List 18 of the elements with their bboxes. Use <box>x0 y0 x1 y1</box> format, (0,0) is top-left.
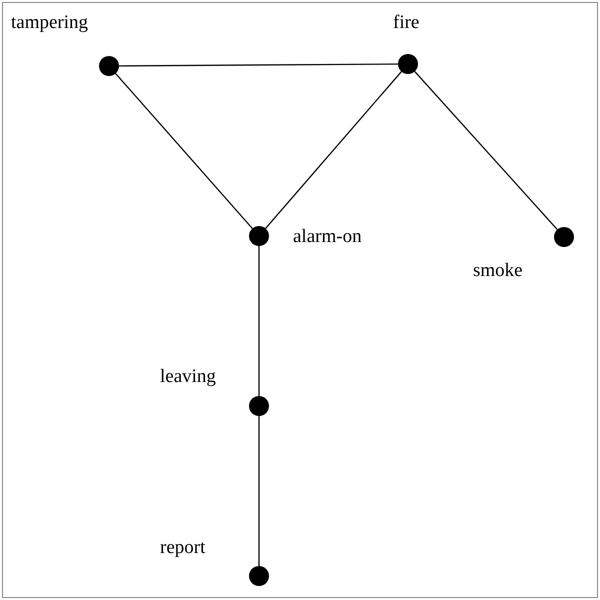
node-dot <box>398 54 418 74</box>
node-dot <box>99 56 119 76</box>
node-label: tampering <box>11 13 88 32</box>
node-dot <box>249 396 269 416</box>
node-dot <box>554 227 574 247</box>
node-dot <box>249 566 269 586</box>
connector-line <box>258 246 260 396</box>
connector-line <box>265 71 402 229</box>
node-label: smoke <box>473 261 523 280</box>
node-dot <box>249 226 269 246</box>
node-label: report <box>160 538 206 557</box>
node-label: leaving <box>160 367 216 386</box>
node-label: fire <box>393 13 420 32</box>
connector-line <box>115 73 253 229</box>
node-label: alarm-on <box>293 227 362 246</box>
connector-line <box>258 416 260 566</box>
connector-line <box>119 63 398 67</box>
connector-line <box>414 71 558 230</box>
